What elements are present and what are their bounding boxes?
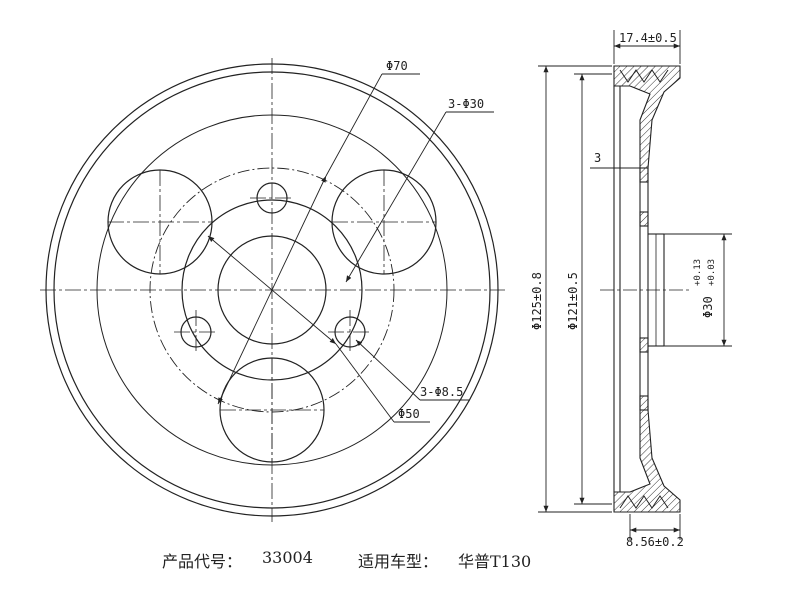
vehicle-model: 华普T130 [458, 552, 532, 571]
web-section-bottom [639, 395, 649, 411]
bottom-teeth [619, 495, 669, 509]
web-section-mid-top [639, 211, 649, 227]
label-bore-dia: Φ30 [701, 296, 715, 318]
label-inner-dia: Φ121±0.5 [566, 272, 580, 330]
label-outer-dia: Φ125±0.8 [530, 272, 544, 330]
label-thickness: 3 [594, 151, 601, 165]
label-top-width: 17.4±0.5 [619, 31, 677, 45]
label-bore-tol-lower: +0.03 [707, 259, 717, 286]
label-bottom-width: 8.56±0.2 [626, 535, 684, 549]
side-view [600, 65, 690, 513]
label-center-circle: Φ50 [398, 407, 420, 421]
label-bolt-circle: Φ70 [386, 59, 408, 73]
label-bore-tol-upper: +0.13 [693, 259, 703, 286]
label-large-holes: 3-Φ30 [448, 97, 484, 111]
bottom-flange-section [613, 409, 681, 513]
caption: 产品代号： 33004 适用车型： 华普T130 [0, 548, 800, 576]
vehicle-label: 适用车型： [358, 552, 439, 571]
top-teeth [619, 69, 669, 83]
side-dimensions [538, 30, 732, 540]
front-leaders [207, 73, 494, 423]
label-small-holes: 3-Φ8.5 [420, 385, 463, 399]
top-flange-section [613, 65, 681, 169]
front-view [40, 58, 505, 522]
product-code-label: 产品代号： [162, 552, 243, 571]
web-section-top [639, 167, 649, 183]
web-section-mid-bottom [639, 337, 649, 353]
product-code: 33004 [262, 548, 313, 567]
